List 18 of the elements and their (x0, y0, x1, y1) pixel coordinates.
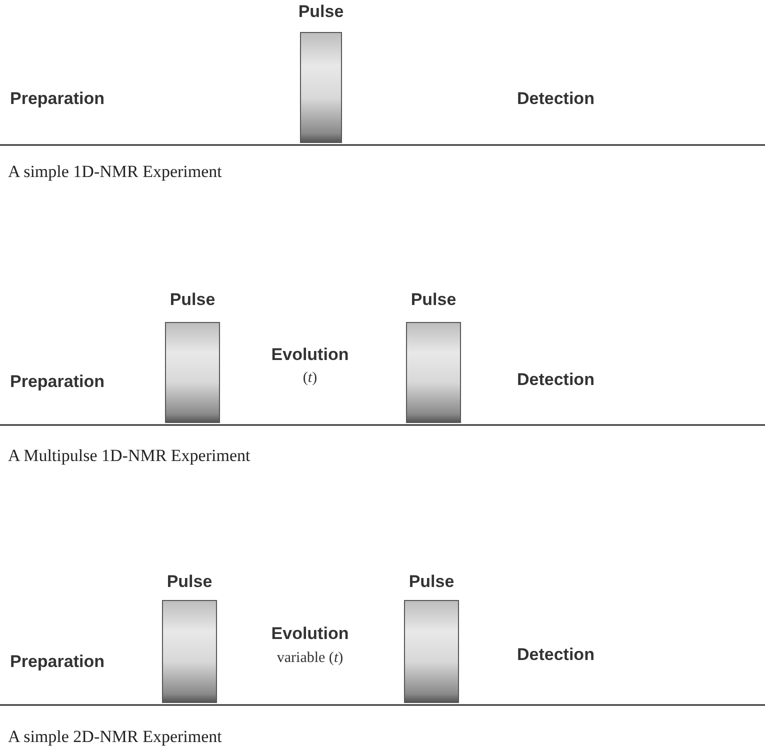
pulse-label: Pulse (166, 572, 214, 592)
detection-label: Detection (517, 645, 594, 665)
preparation-label: Preparation (10, 89, 104, 109)
caption: A simple 1D-NMR Experiment (8, 162, 222, 182)
detection-label: Detection (517, 89, 594, 109)
pulse-label: Pulse (408, 572, 456, 592)
pulse-label: Pulse (297, 2, 345, 22)
detection-label: Detection (517, 370, 594, 390)
caption: A simple 2D-NMR Experiment (8, 727, 222, 747)
caption: A Multipulse 1D-NMR Experiment (8, 446, 250, 466)
preparation-label: Preparation (10, 372, 104, 392)
time-label: (t) (302, 370, 318, 387)
time-label: variable (t) (276, 650, 344, 667)
evolution-label: Evolution (271, 624, 349, 644)
pulse-label: Pulse (410, 290, 458, 310)
evolution-label: Evolution (271, 345, 349, 365)
pulse-label: Pulse (168, 290, 216, 310)
preparation-label: Preparation (10, 652, 104, 672)
